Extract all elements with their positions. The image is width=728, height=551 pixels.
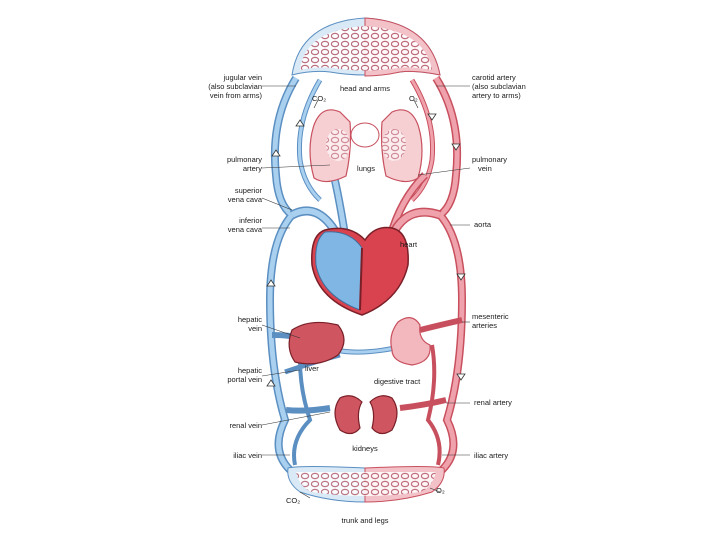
lungs-organ [309, 109, 423, 183]
label-trunk-and-legs: trunk and legs [341, 516, 389, 525]
label-liver: liver [305, 364, 319, 373]
label-head-and-arms: head and arms [339, 84, 391, 93]
label-line: pulmonary [472, 155, 508, 164]
label-hepatic-portal-vein: hepatic portal vein [200, 366, 262, 384]
label-mesenteric-arteries: mesenteric arteries [472, 312, 509, 330]
leader-lines [261, 85, 471, 499]
label-line: pulmonary [226, 155, 262, 164]
heart-organ [311, 226, 409, 316]
label-line: vein from arms) [209, 91, 262, 100]
lung-capillary-center [350, 122, 380, 148]
label-line: (also subclavian [472, 82, 526, 91]
digestive-tract-organ [390, 317, 431, 366]
label-kidneys: kidneys [352, 444, 378, 453]
label-line: portal vein [227, 375, 262, 384]
label-aorta: aorta [474, 220, 492, 229]
label-iliac-artery: iliac artery [474, 451, 509, 460]
label-line: arteries [472, 321, 498, 330]
label-lungs: lungs [357, 164, 375, 173]
label-iliac-vein: iliac vein [233, 451, 262, 460]
label-hepatic-vein: hepatic vein [200, 315, 262, 333]
label-co2-bottom: CO₂ [286, 496, 301, 505]
label-line: artery to arms) [472, 91, 521, 100]
label-renal-artery: renal artery [474, 398, 512, 407]
label-pulmonary-vein: pulmonary vein [472, 155, 507, 173]
label-superior-vena-cava: superior vena cava [200, 186, 262, 204]
label-line: artery [242, 164, 262, 173]
label-line: vein [478, 164, 492, 173]
label-jugular-vein: jugular vein (also subclavian vein from … [200, 73, 262, 100]
capillary-bed-trunk [287, 466, 445, 503]
label-line: vena cava [227, 225, 262, 234]
label-line: hepatic [237, 366, 262, 375]
label-o2-top: O₂ [409, 94, 418, 103]
label-line: jugular vein [223, 73, 262, 82]
label-digestive-tract: digestive tract [374, 377, 421, 386]
label-line: vena cava [227, 195, 262, 204]
label-line: hepatic [237, 315, 262, 324]
label-inferior-vena-cava: inferior vena cava [200, 216, 262, 234]
flow-arrows [266, 113, 466, 387]
label-heart: heart [400, 240, 418, 249]
kidneys-organ [334, 395, 398, 435]
label-line: vein [248, 324, 262, 333]
liver-organ [288, 321, 345, 365]
label-renal-vein: renal vein [229, 421, 262, 430]
label-carotid-artery: carotid artery (also subclavian artery t… [472, 73, 526, 100]
label-pulmonary-artery: pulmonary artery [200, 155, 262, 173]
capillary-bed-head [291, 17, 441, 77]
label-line: mesenteric [472, 312, 509, 321]
label-line: (also subclavian [208, 82, 262, 91]
systemic-vessels [265, 75, 467, 473]
label-line: superior [234, 186, 262, 195]
label-line: inferior [239, 216, 262, 225]
label-co2-top: CO₂ [312, 94, 327, 103]
label-line: carotid artery [472, 73, 516, 82]
label-o2-bottom: O₂ [436, 486, 445, 495]
